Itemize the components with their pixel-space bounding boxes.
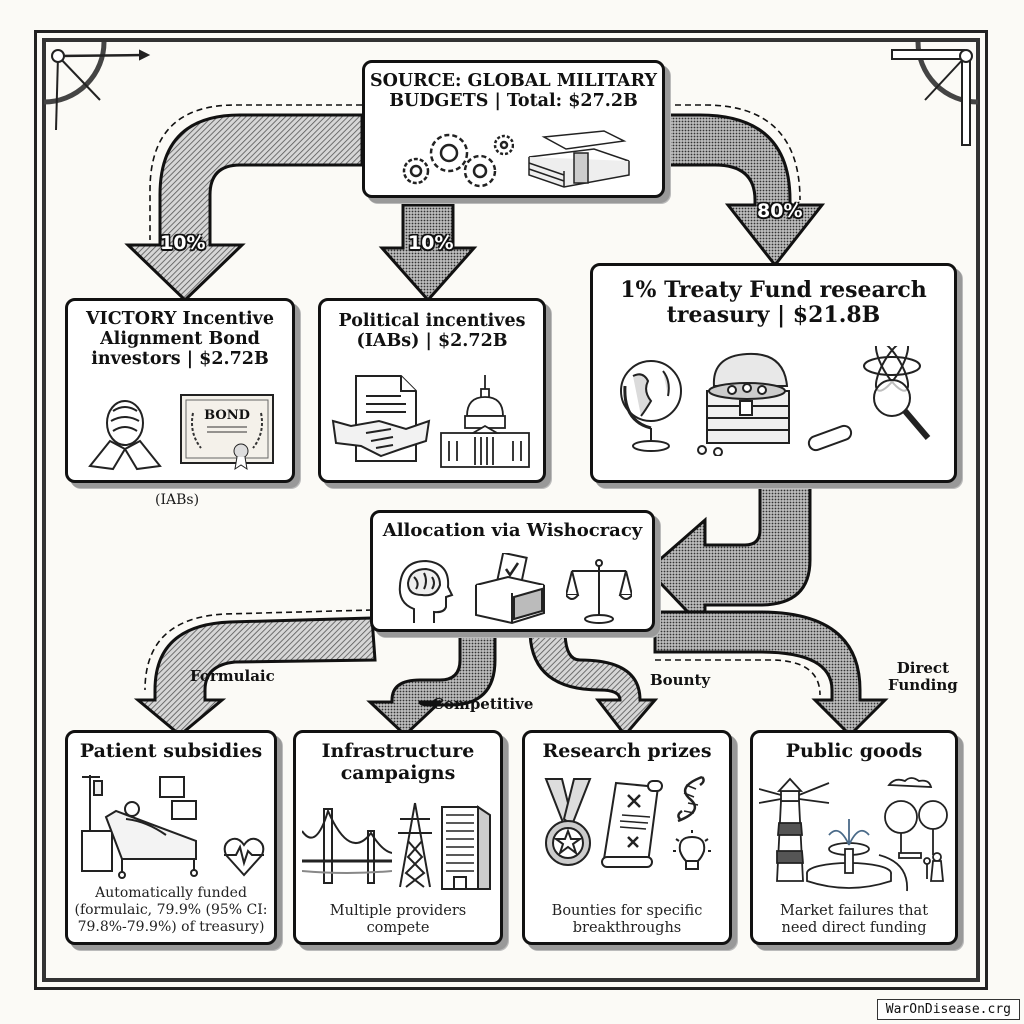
scroll-icon	[807, 424, 852, 452]
infrastructure-title-line1: Infrastructure	[321, 740, 475, 762]
flow-percent-bonds: 10%	[160, 232, 206, 254]
patient-subsidies-desc-line1: Automatically funded	[95, 885, 247, 901]
patient-subsidies-desc-line2: (formulaic, 79.9% (95% CI:	[74, 901, 268, 918]
brain-head-icon	[398, 559, 453, 623]
ballot-box-icon	[474, 553, 545, 625]
victory-bonds-box: VICTORY Incentive Alignment Bond investo…	[65, 298, 295, 483]
political-incentives-box: Political incentives (IABs) | $2.72B	[318, 298, 546, 483]
flow-label-bounty: Bounty	[650, 671, 711, 689]
flow-label-competitive: Competitive	[432, 695, 534, 713]
scales-icon	[565, 559, 632, 624]
scroll-icon	[601, 780, 663, 868]
park-icon	[878, 777, 948, 892]
gears-icon	[402, 133, 514, 188]
patient-subsidies-desc-line3: 79.8%-79.9%) of treasury)	[77, 918, 265, 935]
lighthouse-icon	[759, 777, 830, 882]
allocation-box: Allocation via Wishocracy	[370, 510, 655, 632]
outer-frame	[34, 30, 988, 990]
infrastructure-desc-line2: compete	[366, 920, 430, 937]
hospital-bed-icon	[81, 775, 198, 879]
research-prizes-box: Research prizes	[522, 730, 732, 945]
patient-subsidies-title: Patient subsidies	[79, 740, 263, 762]
flow-arrow-source-to-political	[378, 203, 478, 303]
public-goods-desc-line2: need direct funding	[781, 920, 927, 937]
heartbeat-icon	[223, 837, 265, 877]
park-scene-icon	[759, 777, 948, 892]
compass-protractor-icon-top-left	[43, 41, 151, 131]
infrastructure-desc-line1: Multiple providers	[329, 903, 467, 919]
dna-icon	[677, 775, 705, 823]
flow-arrow-formulaic	[133, 609, 377, 737]
flow-label-direct-funding-line1: Direct	[896, 659, 949, 677]
money-stack-icon	[527, 130, 630, 188]
infrastructure-title-line2: campaigns	[340, 761, 456, 784]
medal-icon	[544, 778, 592, 866]
treasure-chest-icon	[696, 352, 790, 456]
flow-percent-treasury: 80%	[757, 200, 803, 222]
lightbulb-icon	[673, 830, 711, 870]
globe-icon	[619, 360, 682, 452]
capitol-building-icon	[440, 375, 530, 468]
victory-bonds-title-line1: VICTORY Incentive	[85, 309, 274, 329]
flow-arrow-treasury-to-allocation	[645, 480, 812, 634]
source-box: SOURCE: GLOBAL MILITARY BUDGETS | Total:…	[362, 60, 665, 198]
allocation-title: Allocation via Wishocracy	[382, 520, 643, 541]
bridge-icon	[302, 808, 392, 884]
flow-label-direct-funding-line2: Funding	[888, 676, 958, 695]
bond-label: BOND	[204, 408, 250, 423]
office-building-icon	[441, 805, 491, 890]
victory-bonds-title-line2: Alignment Bond	[100, 329, 260, 350]
treasury-title-line2: treasury | $21.8B	[666, 302, 881, 329]
fountain-icon	[806, 819, 892, 889]
flow-arrow-bounty	[528, 628, 659, 738]
political-title-line2: (IABs) | $2.72B	[356, 331, 508, 352]
flow-label-formulaic: Formulaic	[190, 667, 275, 685]
research-prizes-desc-line1: Bounties for specific	[551, 903, 703, 919]
flow-arrow-direct-funding	[653, 610, 889, 738]
public-goods-desc-line1: Market failures that	[779, 903, 929, 919]
flow-arrow-source-to-treasury	[663, 104, 826, 268]
source-title-line1: SOURCE: GLOBAL MILITARY	[370, 71, 657, 91]
flow-arrow-source-to-bonds	[124, 104, 364, 303]
flow-arrow-competitive	[366, 628, 497, 738]
flow-label-direct-funding: Direct Funding	[888, 659, 958, 695]
flow-percent-political: 10%	[408, 232, 454, 254]
source-title-line2: BUDGETS | Total: $27.2B	[389, 91, 638, 112]
clasped-hands-icon	[88, 400, 162, 471]
bond-certificate-icon: BOND	[180, 394, 274, 471]
victory-bonds-title-line3: investors | $2.72B	[91, 349, 269, 370]
infrastructure-campaigns-box: Infrastructure campaigns	[293, 730, 503, 945]
compass-protractor-icon-top-right	[891, 41, 979, 146]
research-prizes-desc-line2: breakthroughs	[572, 920, 682, 937]
site-watermark[interactable]: WarOnDisease.crg	[876, 999, 1020, 1020]
patient-subsidies-box: Patient subsidies Automatically funded (…	[65, 730, 277, 945]
political-title-line1: Political incentives	[338, 311, 526, 331]
research-prizes-title: Research prizes	[542, 740, 712, 762]
treasury-box: 1% Treaty Fund research treasury | $21.8…	[590, 263, 957, 483]
treasury-title-line1: 1% Treaty Fund research	[620, 277, 927, 303]
atom-magnifier-icon	[862, 346, 930, 440]
public-goods-box: Public goods	[750, 730, 958, 945]
handshake-contract-icon	[331, 375, 431, 462]
public-goods-title: Public goods	[785, 740, 923, 762]
victory-bonds-caption: (IABs)	[155, 492, 200, 508]
power-pylon-icon	[398, 802, 432, 888]
